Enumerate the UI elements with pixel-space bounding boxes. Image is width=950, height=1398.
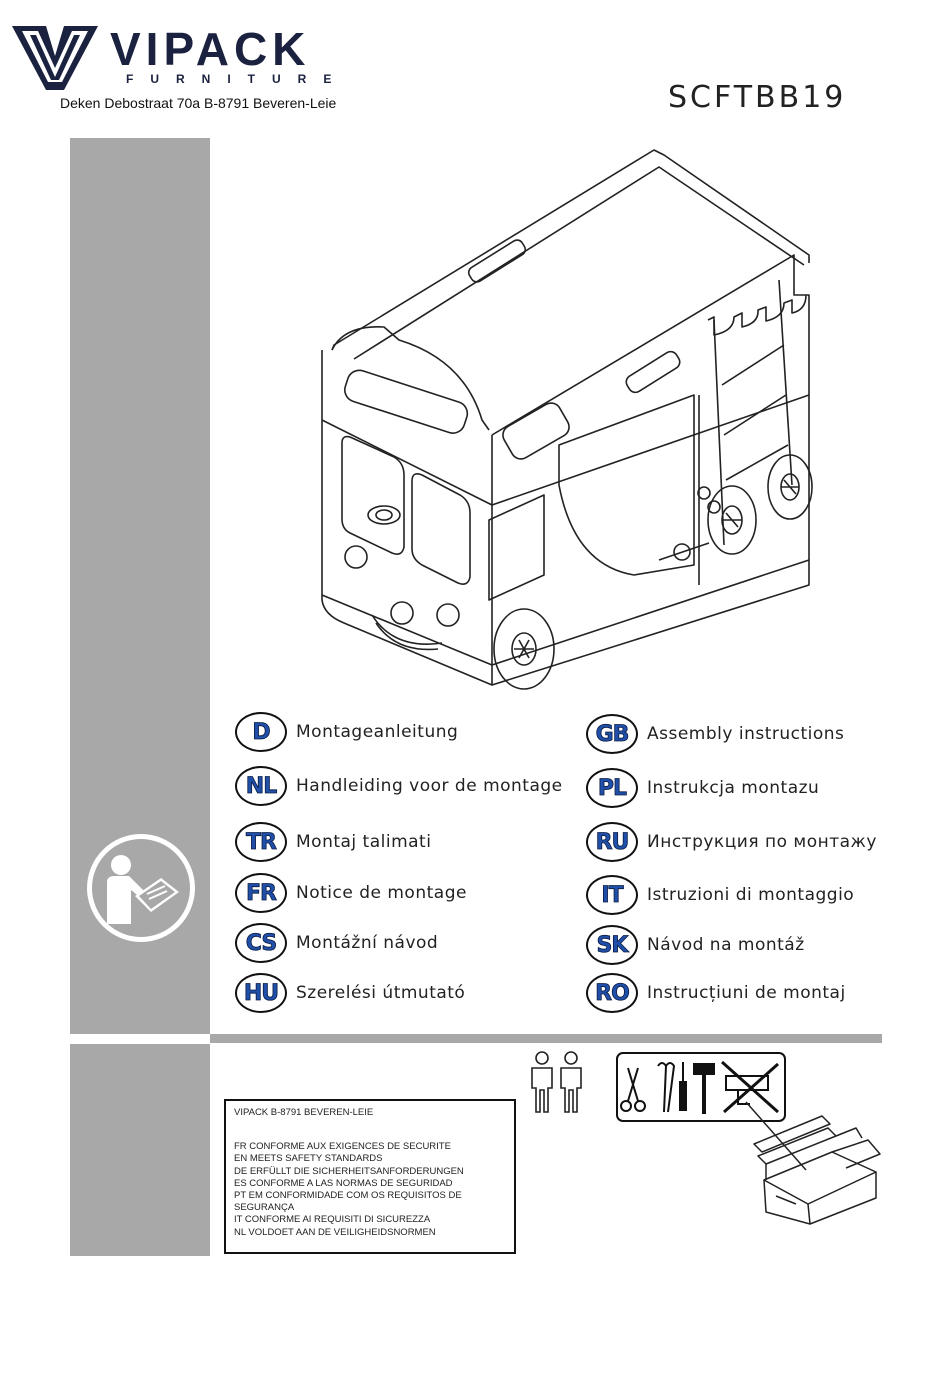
language-label: Notice de montage — [296, 883, 467, 903]
read-manual-icon — [87, 834, 195, 942]
language-code-badge: IT — [586, 875, 638, 915]
language-label: Montaj talimati — [296, 832, 432, 852]
language-label: Návod na montáž — [647, 935, 805, 955]
language-it: IT Istruzioni di montaggio — [586, 873, 854, 917]
section-divider — [210, 1034, 882, 1043]
bus-bunk-bed-illustration — [321, 149, 813, 690]
language-nl: NL Handleiding voor de montage — [235, 764, 563, 808]
side-panel-bottom — [70, 1044, 210, 1256]
vipack-logo-icon — [12, 26, 98, 90]
certification-line: DE ERFÜLLT DIE SICHERHEITSANFORDERUNGEN — [234, 1165, 464, 1177]
certification-line: SEGURANÇA — [234, 1202, 295, 1214]
language-cs: CS Montážní návod — [235, 921, 438, 965]
language-pl: PL Instrukcja montazu — [586, 766, 819, 810]
language-code-badge: RU — [586, 822, 638, 862]
language-code-badge: TR — [235, 822, 287, 862]
language-label: Instrukcja montazu — [647, 778, 820, 798]
certification-line: EN MEETS SAFETY STANDARDS — [234, 1153, 383, 1165]
language-code-badge: PL — [586, 768, 638, 808]
language-label: Instrucțiuni de montaj — [647, 983, 846, 1003]
language-code-badge: CS — [235, 923, 287, 963]
language-code-badge: GB — [586, 714, 638, 754]
language-code-badge: HU — [235, 973, 287, 1013]
language-sk: SK Návod na montáž — [586, 923, 805, 967]
brand-name: VIPACK — [110, 23, 311, 75]
certification-line: ES CONFORME A LAS NORMAS DE SEGURIDAD — [234, 1177, 453, 1189]
certification-line: FR CONFORME AUX EXIGENCES DE SECURITE — [234, 1141, 451, 1153]
language-fr: FR Notice de montage — [235, 871, 467, 915]
tools-icon — [620, 1060, 779, 1114]
company-address: Deken Debostraat 70a B-8791 Beveren-Leie — [60, 95, 337, 111]
certification-head: VIPACK B-8791 BEVEREN-LEIE — [234, 1107, 374, 1118]
language-hu: HU Szerelési útmutató — [235, 971, 465, 1015]
language-label: Istruzioni di montaggio — [647, 885, 855, 905]
language-code-badge: NL — [235, 766, 287, 806]
language-label: Montážní návod — [296, 933, 439, 953]
language-ru: RU Инструкция по монтажу — [586, 820, 877, 864]
model-number: SCFTBB19 — [668, 80, 847, 115]
language-de: D Montageanleitung — [235, 710, 458, 754]
language-ro: RO Instrucțiuni de montaj — [586, 971, 846, 1015]
tools-frame — [616, 1052, 786, 1122]
certification-line: PT EM CONFORMIDADE COM OS REQUISITOS DE — [234, 1190, 462, 1202]
language-code-badge: D — [235, 712, 287, 752]
language-tr: TR Montaj talimati — [235, 820, 431, 864]
language-label: Инструкция по монтажу — [647, 832, 877, 852]
language-code-badge: RO — [586, 973, 638, 1013]
language-label: Assembly instructions — [647, 724, 845, 744]
toolbox-icon — [745, 1101, 881, 1225]
brand-subtitle: FURNITURE — [126, 72, 349, 86]
language-label: Handleiding voor de montage — [296, 776, 563, 796]
language-gb: GB Assembly instructions — [586, 712, 844, 756]
language-label: Montageanleitung — [296, 722, 459, 742]
certification-line: IT CONFORME AI REQUISITI DI SICUREZZA — [234, 1214, 431, 1226]
language-code-badge: FR — [235, 873, 287, 913]
language-code-badge: SK — [586, 925, 638, 965]
certification-line: NL VOLDOET AAN DE VEILIGHEIDSNORMEN — [234, 1226, 436, 1238]
language-label: Szerelési útmutató — [296, 983, 466, 1003]
two-persons-icon — [531, 1051, 582, 1113]
safety-certification-box: VIPACK B-8791 BEVEREN-LEIE FR CONFORME A… — [224, 1099, 516, 1254]
